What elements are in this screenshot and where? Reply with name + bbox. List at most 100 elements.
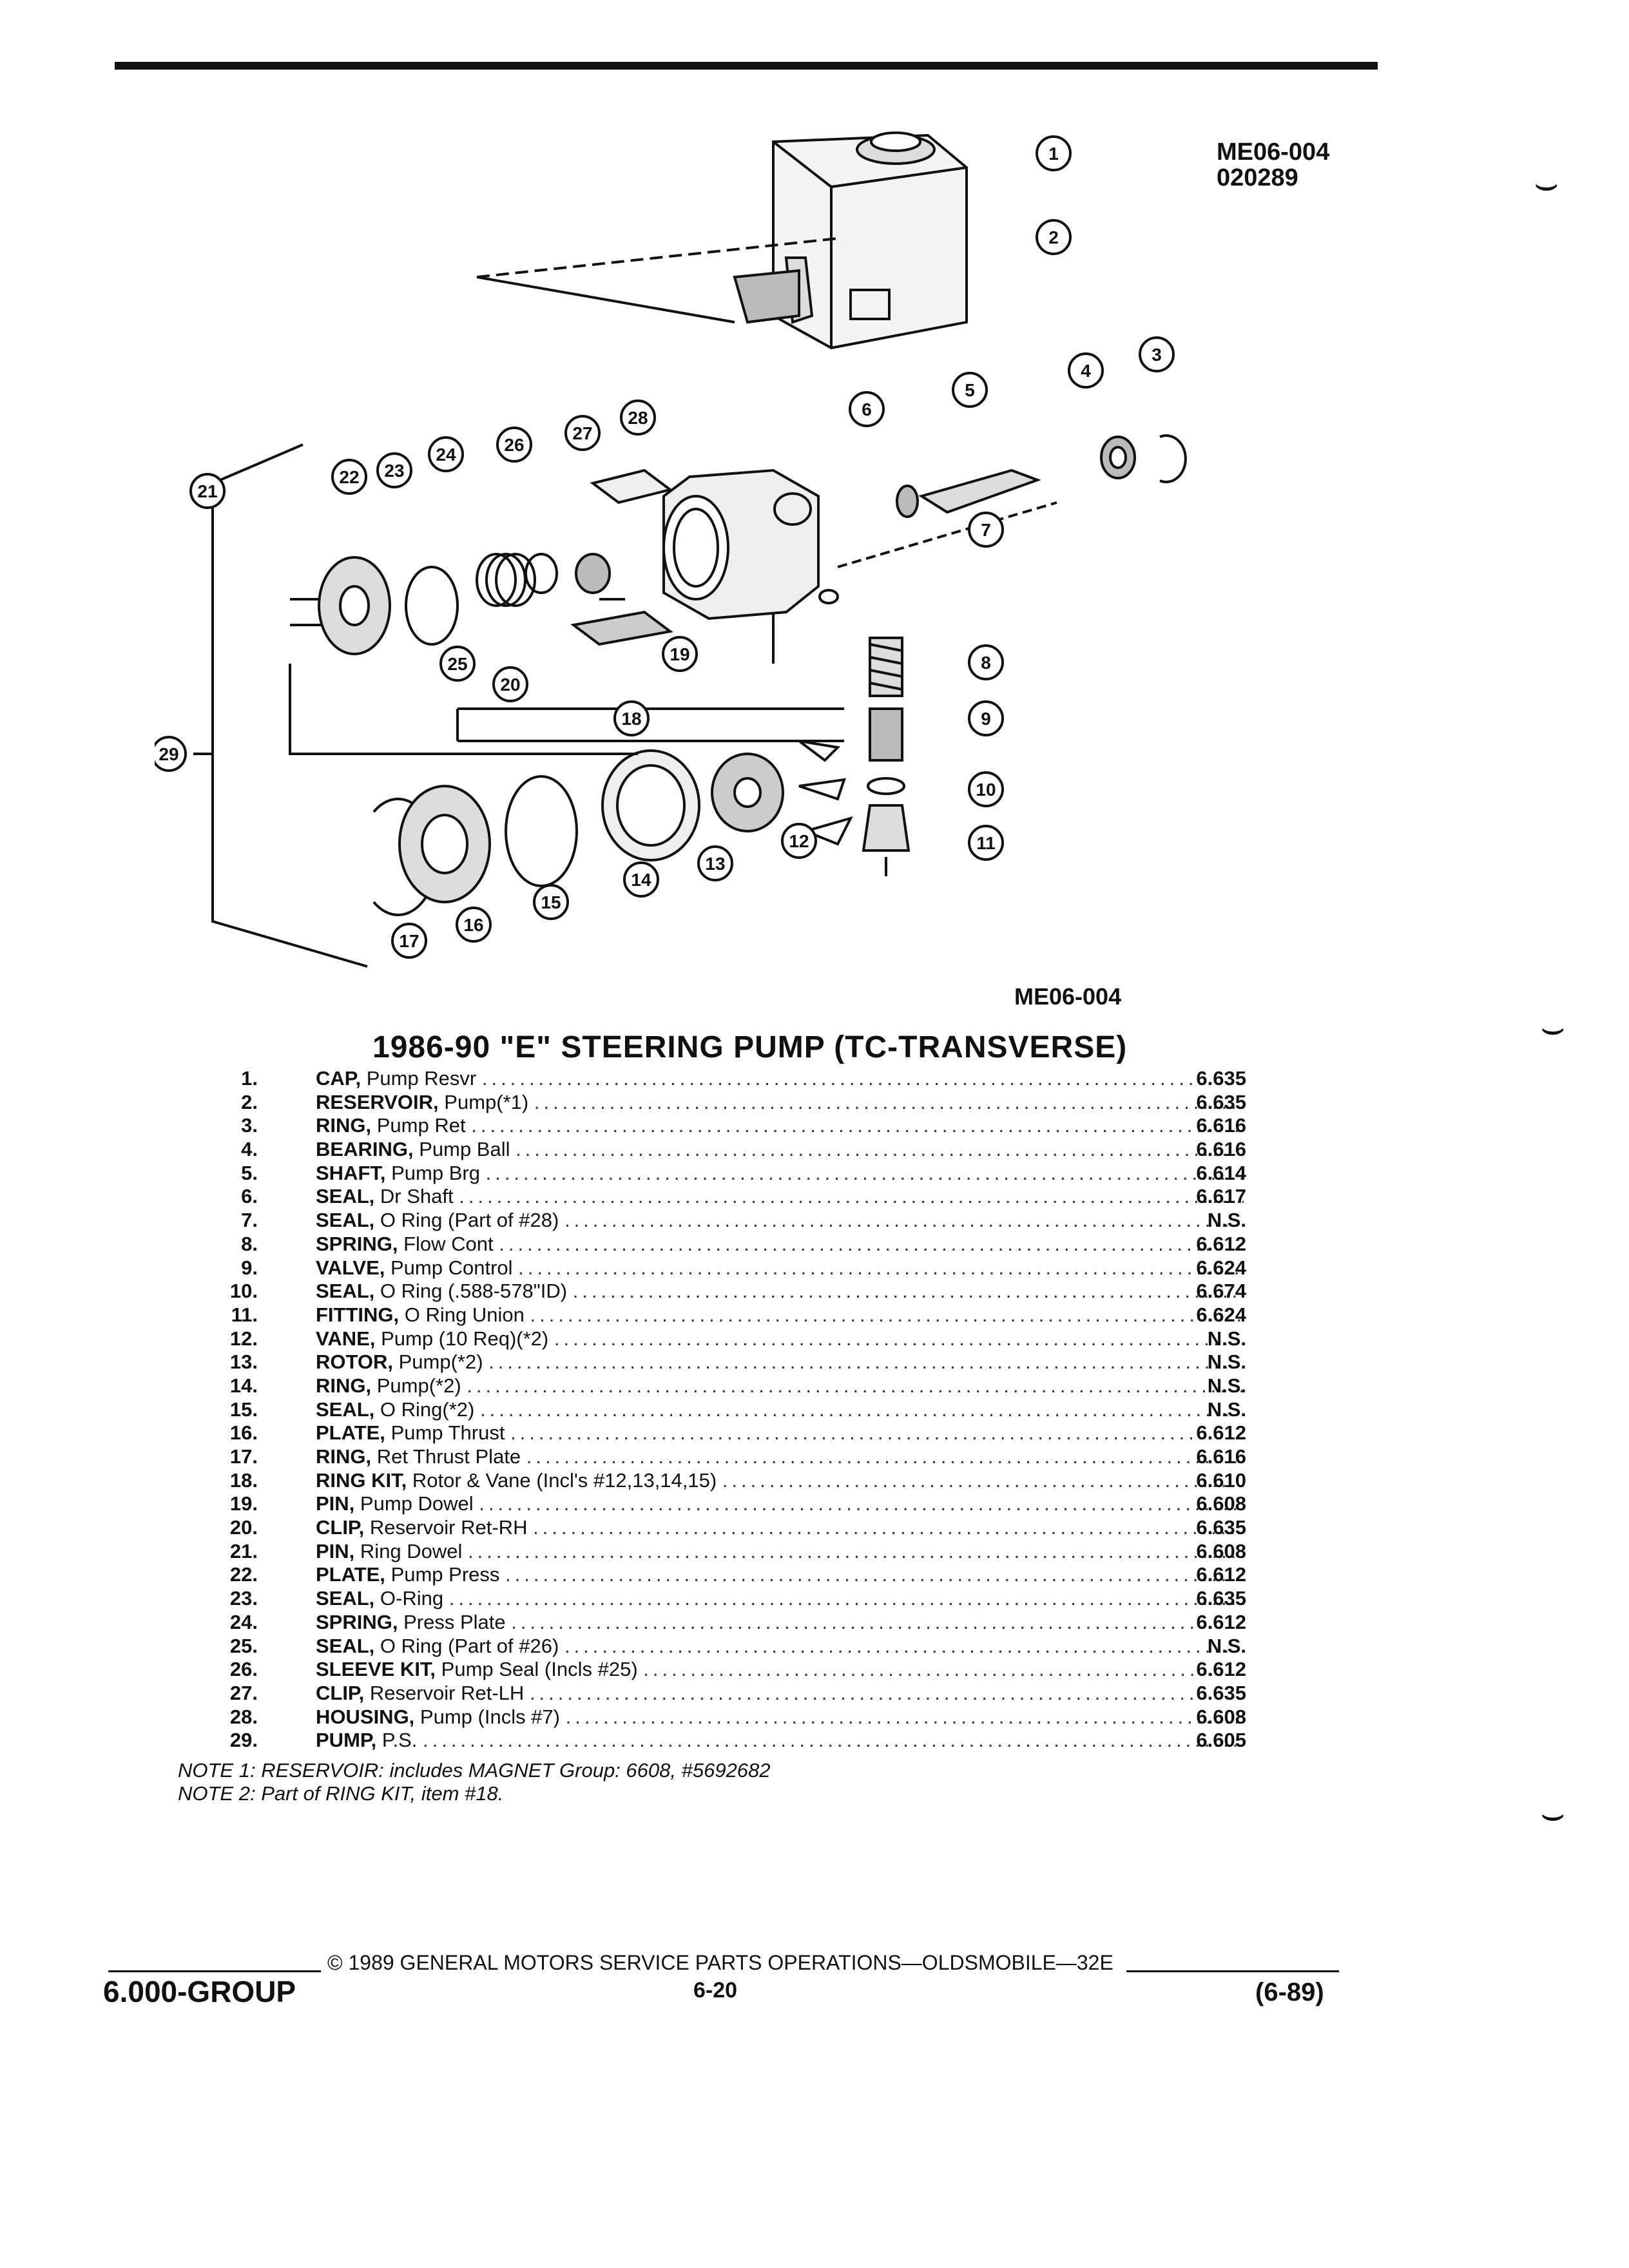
leader-dots: ........................................… bbox=[722, 1468, 1244, 1492]
leader-dots: ........................................… bbox=[468, 1539, 1244, 1562]
part-group-code: 6.610 bbox=[1196, 1468, 1246, 1492]
part-number: 5. bbox=[241, 1161, 258, 1184]
part-number: 25. bbox=[229, 1634, 258, 1657]
part-detail: Pump Resvr bbox=[366, 1067, 477, 1090]
part-name: FITTING, bbox=[316, 1303, 400, 1326]
part-detail: O Ring (Part of #28) bbox=[380, 1209, 559, 1232]
parts-list: 1.CAP, Pump Resvr ......................… bbox=[161, 1067, 1246, 1753]
part-description: SEAL, O Ring (.588-578"ID) .............… bbox=[316, 1280, 1244, 1303]
part-number: 27. bbox=[229, 1681, 258, 1704]
part-name: SEAL, bbox=[316, 1587, 375, 1610]
table-row: 17. RING, Ret Thrust Plate ..............… bbox=[161, 1445, 1246, 1469]
callout-18: 18 bbox=[621, 709, 641, 729]
part-number: 17. bbox=[229, 1445, 258, 1468]
table-row: 25.SEAL, O Ring (Part of #26) ..........… bbox=[161, 1634, 1246, 1658]
part-detail: Pump Brg bbox=[391, 1161, 480, 1184]
part-description: RING KIT, Rotor & Vane (Incl's #12,13,14… bbox=[316, 1469, 1244, 1493]
part-name: SEAL, bbox=[316, 1280, 375, 1303]
binder-mark: ⌣ bbox=[1540, 1792, 1566, 1835]
leader-dots: ........................................… bbox=[554, 1327, 1244, 1350]
table-row: 2.RESERVOIR, Pump(*1) ..................… bbox=[161, 1091, 1246, 1115]
leader-dots: ........................................… bbox=[505, 1563, 1244, 1586]
table-row: 4.BEARING, Pump Ball ...................… bbox=[161, 1138, 1246, 1162]
part-number: 24. bbox=[229, 1610, 258, 1633]
leader-dots: ........................................… bbox=[643, 1658, 1244, 1681]
part-detail: Press Plate bbox=[403, 1610, 506, 1633]
part-description: HOUSING, Pump (Incls #7) ...............… bbox=[316, 1706, 1244, 1729]
leader-dots: ........................................… bbox=[499, 1232, 1244, 1255]
footer-rule-right bbox=[1126, 1970, 1339, 1972]
part-description: RING, Ret Thrust Plate .................… bbox=[316, 1445, 1244, 1469]
part-name: SPRING, bbox=[316, 1610, 398, 1633]
table-row: 10. SEAL, O Ring (.588-578"ID) ..........… bbox=[161, 1280, 1246, 1303]
part-group-code: 6.635 bbox=[1196, 1681, 1246, 1704]
part-number: 21. bbox=[229, 1539, 258, 1562]
table-row: 24.SPRING, Press Plate .................… bbox=[161, 1610, 1246, 1635]
part-description: SEAL, O-Ring ...........................… bbox=[316, 1587, 1244, 1611]
part-name: CLIP, bbox=[316, 1516, 365, 1539]
table-row: 11.FITTING, O Ring Union ...............… bbox=[161, 1303, 1246, 1327]
part-name: HOUSING, bbox=[316, 1705, 415, 1728]
part-number: 20. bbox=[229, 1516, 258, 1539]
part-description: VANE, Pump (10 Req)(*2) ................… bbox=[316, 1327, 1244, 1351]
part-number: 3. bbox=[241, 1114, 258, 1137]
part-detail: Pump Ball bbox=[419, 1138, 510, 1161]
callout-5: 5 bbox=[965, 380, 975, 400]
part-detail: Flow Cont bbox=[403, 1232, 494, 1255]
callout-22: 22 bbox=[339, 467, 359, 487]
leader-dots: ........................................… bbox=[471, 1114, 1244, 1137]
binder-mark: ⌣ bbox=[1540, 1006, 1566, 1049]
part-number: 4. bbox=[241, 1138, 258, 1161]
part-description: CLIP, Reservoir Ret-LH .................… bbox=[316, 1682, 1244, 1706]
leader-dots: ........................................… bbox=[564, 1634, 1244, 1657]
table-row: 8.SPRING, Flow Cont ....................… bbox=[161, 1232, 1246, 1256]
part-detail: Pump Thrust bbox=[390, 1421, 505, 1445]
callout-14: 14 bbox=[631, 870, 651, 890]
part-number: 10. bbox=[229, 1280, 258, 1303]
part-description: RING, Pump Ret .........................… bbox=[316, 1114, 1244, 1138]
figure-id-block: ME06-004 020289 bbox=[1217, 139, 1329, 191]
part-detail: Pump(*2) bbox=[376, 1374, 461, 1397]
part-name: PUMP, bbox=[316, 1729, 377, 1752]
table-row: 3. RING, Pump Ret .......................… bbox=[161, 1114, 1246, 1138]
note-1: NOTE 1: RESERVOIR: includes MAGNET Group… bbox=[178, 1759, 771, 1782]
table-row: 19. PIN, Pump Dowel .....................… bbox=[161, 1492, 1246, 1516]
part-number: 29. bbox=[229, 1729, 258, 1752]
leader-dots: ........................................… bbox=[467, 1374, 1244, 1397]
callout-24: 24 bbox=[436, 445, 456, 465]
part-group-code: N.S. bbox=[1207, 1634, 1246, 1657]
part-detail: Ret Thrust Plate bbox=[376, 1445, 521, 1468]
table-row: 5.SHAFT, Pump Brg ......................… bbox=[161, 1161, 1246, 1186]
part-group-code: 6.635 bbox=[1196, 1587, 1246, 1610]
part-name: SPRING, bbox=[316, 1232, 398, 1255]
part-number: 19. bbox=[229, 1492, 258, 1515]
table-row: 7.SEAL, O Ring (Part of #28) ...........… bbox=[161, 1209, 1246, 1233]
leader-dots: ........................................… bbox=[488, 1350, 1244, 1374]
part-number: 16. bbox=[229, 1421, 258, 1445]
figure-id: ME06-004 bbox=[1217, 139, 1330, 166]
part-description: SEAL, Dr Shaft .........................… bbox=[316, 1185, 1244, 1209]
note-2: NOTE 2: Part of RING KIT, item #18. bbox=[178, 1782, 504, 1805]
part-name: PLATE, bbox=[316, 1563, 385, 1586]
part-detail: O Ring (.588-578"ID) bbox=[380, 1280, 568, 1303]
part-number: 11. bbox=[231, 1303, 258, 1326]
callout-19: 19 bbox=[670, 644, 689, 664]
part-group-code: 6.612 bbox=[1196, 1421, 1246, 1445]
part-group-code: 6.617 bbox=[1196, 1185, 1246, 1208]
part-name: BEARING, bbox=[316, 1138, 414, 1161]
part-description: RESERVOIR, Pump(*1) ....................… bbox=[316, 1091, 1244, 1115]
part-description: VALVE, Pump Control ....................… bbox=[316, 1256, 1244, 1280]
leader-dots: ........................................… bbox=[479, 1492, 1244, 1515]
part-group-code: 6.608 bbox=[1196, 1539, 1246, 1562]
leader-dots: ........................................… bbox=[485, 1161, 1244, 1184]
part-name: VANE, bbox=[316, 1327, 376, 1350]
callout-8: 8 bbox=[981, 653, 991, 673]
part-number: 1. bbox=[241, 1067, 258, 1090]
part-description: PIN, Pump Dowel ........................… bbox=[316, 1492, 1244, 1516]
leader-dots: ........................................… bbox=[572, 1280, 1244, 1303]
part-name: PIN, bbox=[316, 1539, 355, 1562]
part-number: 14. bbox=[229, 1374, 258, 1397]
page-title: 1986-90 "E" STEERING PUMP (TC-TRANSVERSE… bbox=[372, 1030, 1128, 1064]
part-detail: Pump(*1) bbox=[444, 1090, 529, 1113]
